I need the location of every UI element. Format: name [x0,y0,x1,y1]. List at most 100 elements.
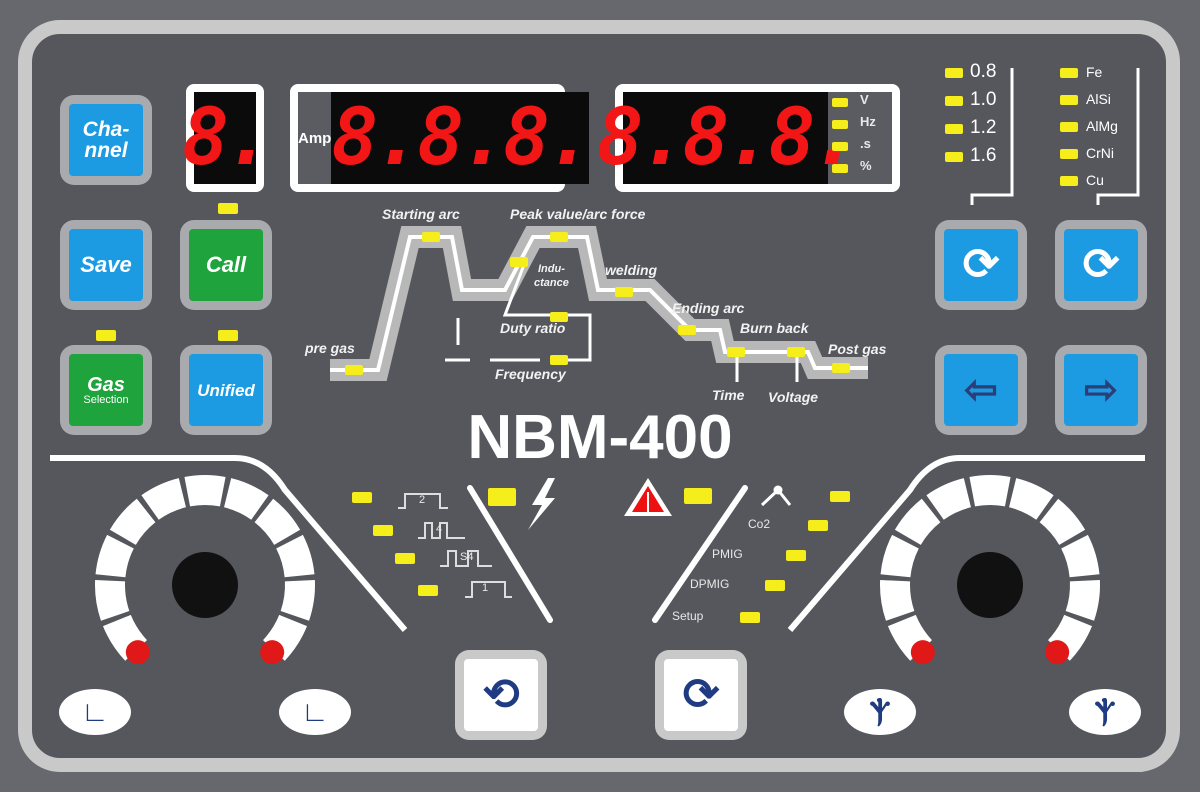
process-label-inductance-2: ctance [534,277,569,289]
wire-size-label: 1.0 [970,89,997,110]
material-label: AlMg [1086,118,1118,134]
inductance-low-button[interactable]: ∟ [59,689,131,735]
knob-max-dot [1045,640,1070,665]
process-led [787,347,805,357]
call-led [218,203,238,214]
welding-mode-led [808,520,828,531]
call-button[interactable]: Call [180,220,272,310]
unit-label: Hz [860,114,876,129]
process-label-burn-back: Burn back [740,320,809,336]
knob-scale-segment [880,534,919,578]
process-label-voltage: Voltage [768,389,819,405]
unit-label: V [860,92,869,107]
right-arrow-button[interactable]: ⇨ [1055,345,1147,435]
wire-feed-high-button[interactable]: Ⲯ [1069,689,1141,735]
knob-scale-segment [894,498,941,545]
process-label-frequency: Frequency [495,366,566,382]
unit-led [832,164,848,173]
unit-label: .s [860,136,871,151]
model-title: NBM-400 [467,403,733,472]
torch-led [830,491,850,502]
welding-mode-button[interactable]: ⟳ [655,650,747,740]
wire-feed-icon: Ⲯ [1094,695,1116,727]
unified-led [218,330,238,341]
process-label-starting-arc: Starting arc [382,206,460,222]
trigger-mode-led [373,525,393,536]
material-led [1060,149,1078,159]
process-led [345,365,363,375]
process-label-ending-arc: Ending arc [672,300,745,316]
process-led [832,363,850,373]
process-label-duty-ratio: Duty ratio [500,320,566,336]
amp-label: Amp [298,129,332,147]
cycle-icon: ⟳ [664,659,738,731]
unit-led [832,98,848,107]
knob-scale-segment [1009,478,1054,520]
wire-size-cycle-button[interactable]: ⟳ [935,220,1027,310]
lightning-icon [528,478,555,530]
gas-led [96,330,116,341]
param-value: 8.8.8. [596,92,858,184]
knob-scale-segment [280,580,315,621]
welding-mode-label: DPMIG [690,577,730,591]
wire-size-led [945,152,963,162]
welding-mode-label: Co2 [748,517,771,531]
material-cycle-button[interactable]: ⟳ [1055,220,1147,310]
welding-mode-label: PMIG [712,547,743,561]
wire-size-label: 1.2 [970,117,997,138]
knob-scale-segment [95,534,134,578]
cycle-icon: ⟲ [464,659,538,731]
inductance-high-button[interactable]: ∟ [279,689,351,735]
process-led [615,287,633,297]
knob-scale-segment [224,478,269,520]
knob-scale-segment [184,475,226,507]
wire-size-led [945,96,963,106]
l-icon: ∟ [301,696,329,727]
right-knob [879,475,1100,665]
process-led [727,347,745,357]
process-led [550,232,568,242]
unit-label: % [860,158,872,173]
material-label: Fe [1086,64,1103,80]
unified-button[interactable]: Unified [180,345,272,435]
wire-feed-low-button[interactable]: Ⲯ [844,689,916,735]
l-icon: ∟ [81,696,109,727]
arrow-right-icon: ⇨ [1064,354,1138,426]
process-label-time: Time [712,387,745,403]
material-led [1060,95,1078,105]
wire-size-label: 1.6 [970,145,997,166]
process-label-inductance-1: Indu- [538,263,565,275]
process-label-peak: Peak value/arc force [510,206,646,222]
process-led [550,355,568,365]
knob-scale-segment [276,534,315,578]
channel-button[interactable]: Cha- nnel [60,95,152,185]
welding-mode-led [740,612,760,623]
gas-sublabel: Selection [83,393,129,406]
wire-feed-icon: Ⲯ [869,695,891,727]
trigger-mode-label: 1 [482,582,489,594]
process-diagram [330,226,868,382]
cycle-icon: ⟳ [1064,229,1138,301]
torch-icon [760,485,792,507]
process-label-post-gas: Post gas [828,341,887,357]
trigger-mode-label: S4 [460,551,474,563]
knob-scale-segment [141,478,186,520]
knob-min-dot [125,640,150,665]
channel-display: 8. [182,84,272,192]
trigger-mode-led [418,585,438,596]
save-button[interactable]: Save [60,220,152,310]
knob-scale-segment [1039,498,1086,545]
cycle-icon: ⟳ [944,229,1018,301]
left-arrow-button[interactable]: ⇦ [935,345,1027,435]
welding-mode-label: Setup [672,609,704,623]
process-led [678,325,696,335]
trigger-mode-button[interactable]: ⟲ [455,650,547,740]
knob-min-dot [910,640,935,665]
knob-scale-segment [95,580,130,621]
process-label-welding: welding [605,262,658,278]
left-knob [95,475,315,665]
knob-scale-segment [1065,580,1100,621]
knob-scale-segment [969,475,1011,507]
